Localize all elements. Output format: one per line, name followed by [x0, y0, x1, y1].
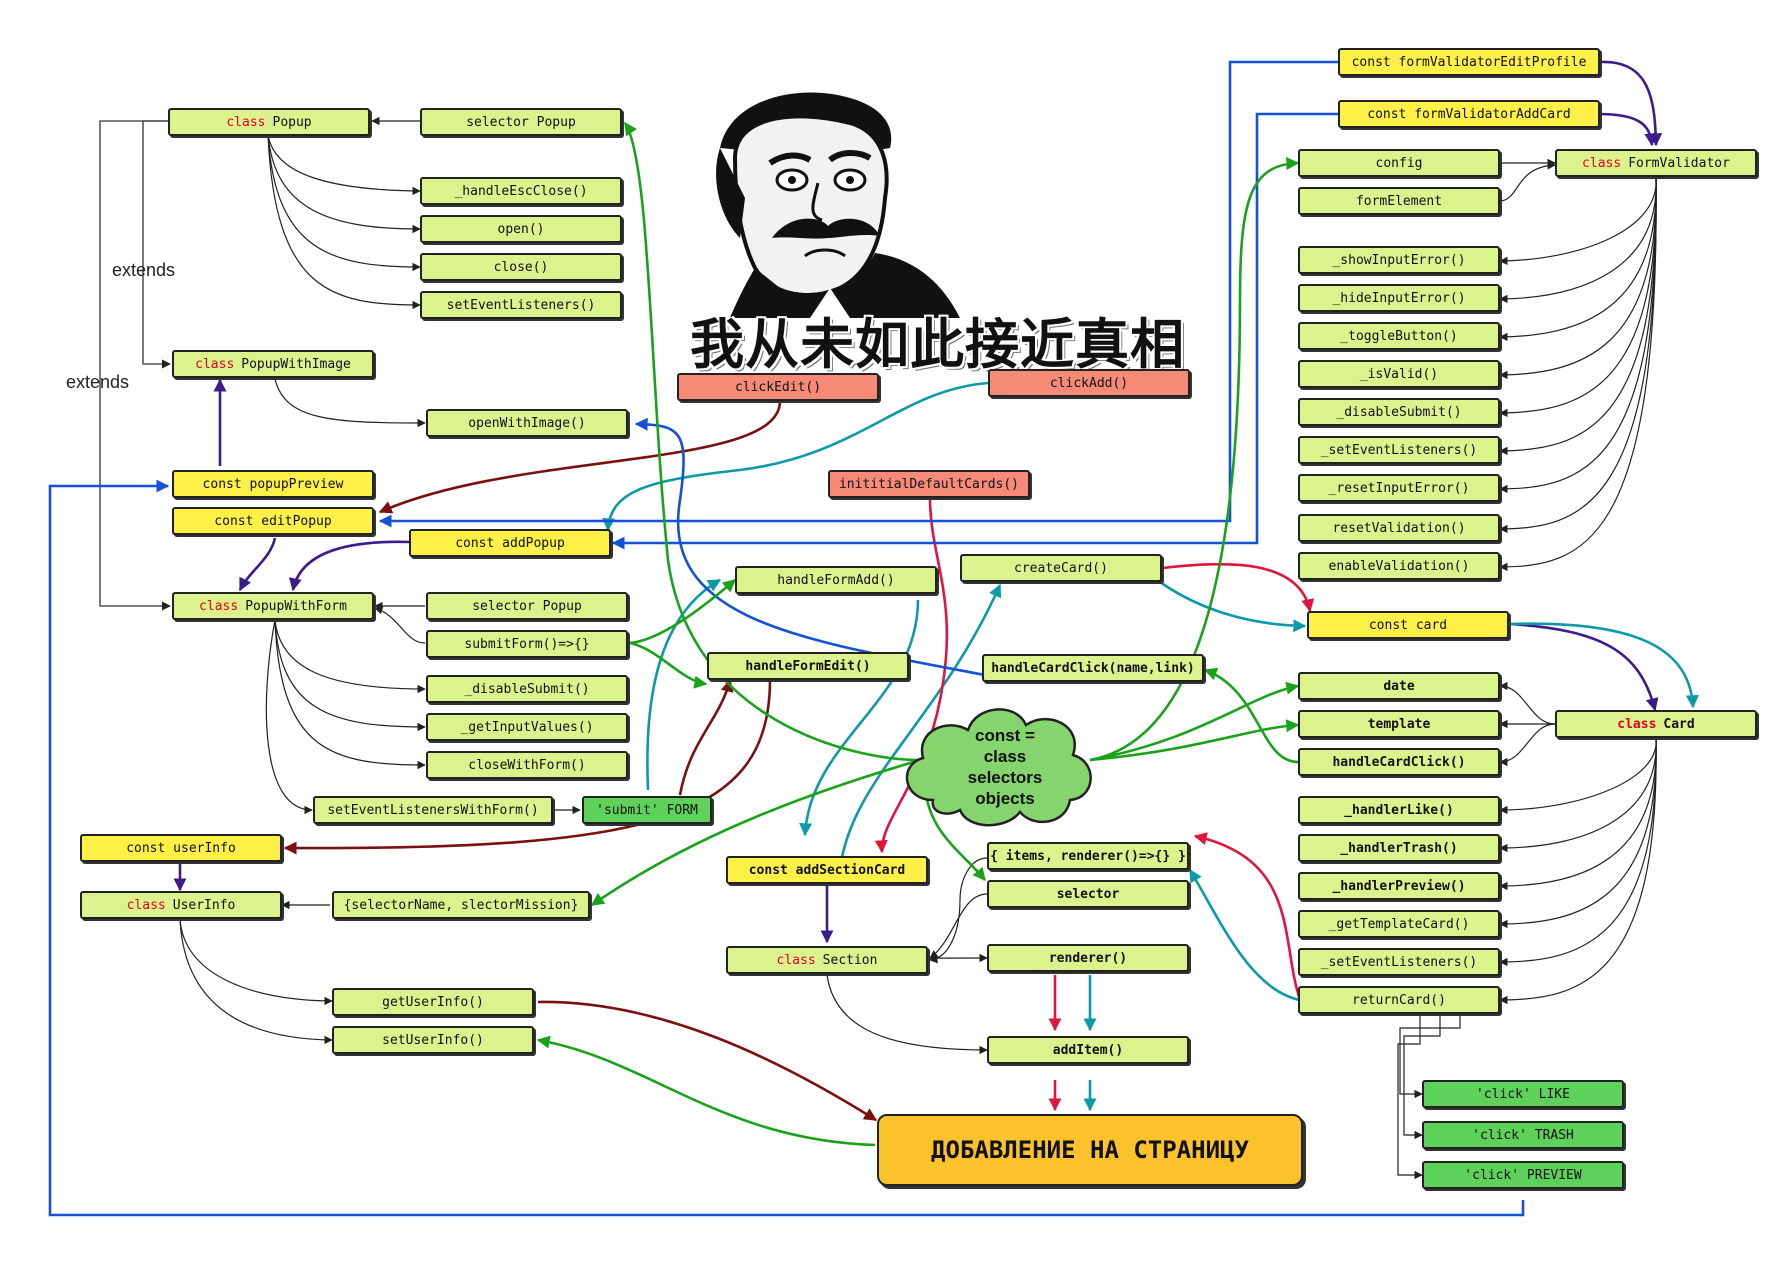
get-input-values-node: _getInputValues() — [426, 713, 628, 741]
cloud-line: const = — [975, 726, 1035, 745]
class-keyword: class — [1617, 716, 1657, 732]
handler-trash-node: _handlerTrash() — [1298, 834, 1500, 862]
const-form-validator-edit-profile-node: const formValidatorEditProfile — [1338, 48, 1600, 76]
add-to-page-node: ДОБАВЛЕНИЕ НА СТРАНИЦУ — [877, 1114, 1303, 1186]
hide-input-error-node: _hideInputError() — [1298, 284, 1500, 312]
const-card-node: const card — [1307, 611, 1509, 639]
set-event-listeners-node: setEventListeners() — [420, 291, 622, 319]
close-node: close() — [420, 253, 622, 281]
date-node: date — [1298, 672, 1500, 700]
add-item-node: addItem() — [987, 1036, 1189, 1064]
set-event-listeners-node: _setEventListeners() — [1298, 436, 1500, 464]
class-name: Popup — [272, 114, 312, 130]
class-card-node: class Card — [1555, 710, 1757, 738]
extends-label: extends — [66, 372, 130, 392]
class-popup-with-image-node: class PopupWithImage — [172, 350, 374, 378]
class-user-info-node: class UserInfo — [80, 891, 282, 919]
cloud-line: objects — [975, 789, 1035, 808]
click-add-node: clickAdd() — [988, 369, 1190, 397]
handler-like-node: _handlerLike() — [1298, 796, 1500, 824]
class-name: UserInfo — [172, 897, 236, 913]
click-trash-node: 'click' TRASH — [1422, 1121, 1624, 1149]
class-keyword: class — [226, 114, 266, 130]
handle-card-click-node: handleCardClick() — [1298, 748, 1500, 776]
set-event-listeners-with-form-node: setEventListenersWithForm() — [313, 796, 553, 824]
class-name: Section — [822, 952, 878, 968]
class-keyword: class — [199, 598, 239, 614]
get-user-info-node: getUserInfo() — [332, 988, 534, 1016]
class-keyword: class — [776, 952, 816, 968]
set-event-listeners-node: _setEventListeners() — [1298, 948, 1500, 976]
meme-caption: 我从未如此接近真相 — [690, 313, 1185, 376]
toggle-button-node: _toggleButton() — [1298, 322, 1500, 350]
set-user-info-node: setUserInfo() — [332, 1026, 534, 1054]
open-node: open() — [420, 215, 622, 243]
selector-popup-node: selector Popup — [426, 592, 628, 620]
cloud-line: class — [983, 747, 1027, 766]
items-renderer-node: { items, renderer()=>{} } — [987, 842, 1189, 870]
enable-validation-node: enableValidation() — [1298, 552, 1500, 580]
reset-validation-node: resetValidation() — [1298, 514, 1500, 542]
class-form-validator-node: class FormValidator — [1555, 149, 1757, 177]
disable-submit-node: _disableSubmit() — [426, 675, 628, 703]
meme-face-image — [716, 92, 960, 318]
is-valid-node: _isValid() — [1298, 360, 1500, 388]
handle-form-edit-node: handleFormEdit() — [707, 652, 909, 680]
class-popup-with-form-node: class PopupWithForm — [172, 592, 374, 620]
selector-name-mission-node: {selectorName, slectorMission} — [332, 891, 590, 919]
class-keyword: class — [1582, 155, 1622, 171]
const-add-popup-node: const addPopup — [409, 529, 611, 557]
config-node: config — [1298, 149, 1500, 177]
const-popup-preview-node: const popupPreview — [172, 470, 374, 498]
class-section-node: class Section — [726, 946, 928, 974]
click-edit-node: clickEdit() — [677, 373, 879, 401]
click-preview-node: 'click' PREVIEW — [1422, 1161, 1624, 1189]
class-name: Card — [1663, 716, 1695, 732]
handler-preview-node: _handlerPreview() — [1298, 872, 1500, 900]
const-add-section-card-node: const addSectionCard — [726, 856, 928, 884]
reset-input-error-node: _resetInputError() — [1298, 474, 1500, 502]
const-form-validator-add-card-node: const formValidatorAddCard — [1338, 100, 1600, 128]
create-card-node: createCard() — [960, 554, 1162, 582]
extends-label: extends — [112, 260, 176, 280]
template-node: template — [1298, 710, 1500, 738]
class-popup-node: class Popup — [168, 108, 370, 136]
initial-default-cards-node: inititialDefaultCards() — [828, 470, 1030, 498]
submit-form-node: submitForm()=>{} — [426, 630, 628, 658]
open-with-image-node: openWithImage() — [426, 409, 628, 437]
class-name: FormValidator — [1628, 155, 1730, 171]
return-card-node: returnCard() — [1298, 986, 1500, 1014]
class-name: PopupWithImage — [241, 356, 351, 372]
handle-esc-close-node: _handleEscClose() — [420, 177, 622, 205]
cloud-shape — [905, 708, 1092, 827]
selector-popup-node: selector Popup — [420, 108, 622, 136]
selector-node: selector — [987, 880, 1189, 908]
form-element-node: formElement — [1298, 187, 1500, 215]
show-input-error-node: _showInputError() — [1298, 246, 1500, 274]
const-edit-popup-node: const editPopup — [172, 507, 374, 535]
class-keyword: class — [126, 897, 166, 913]
const-user-info-node: const userInfo — [80, 834, 282, 862]
class-name: PopupWithForm — [245, 598, 347, 614]
cloud-text: const = class selectors objects — [915, 725, 1095, 809]
get-template-card-node: _getTemplateCard() — [1298, 910, 1500, 938]
submit-form-event-node: 'submit' FORM — [582, 796, 712, 824]
cloud-line: selectors — [967, 768, 1043, 787]
handle-form-add-node: handleFormAdd() — [735, 566, 937, 594]
close-with-form-node: closeWithForm() — [426, 751, 628, 779]
click-like-node: 'click' LIKE — [1422, 1080, 1624, 1108]
renderer-node: renderer() — [987, 944, 1189, 972]
class-keyword: class — [195, 356, 235, 372]
handle-card-click-node: handleCardClick(name,link) — [982, 654, 1204, 682]
disable-submit-node: _disableSubmit() — [1298, 398, 1500, 426]
